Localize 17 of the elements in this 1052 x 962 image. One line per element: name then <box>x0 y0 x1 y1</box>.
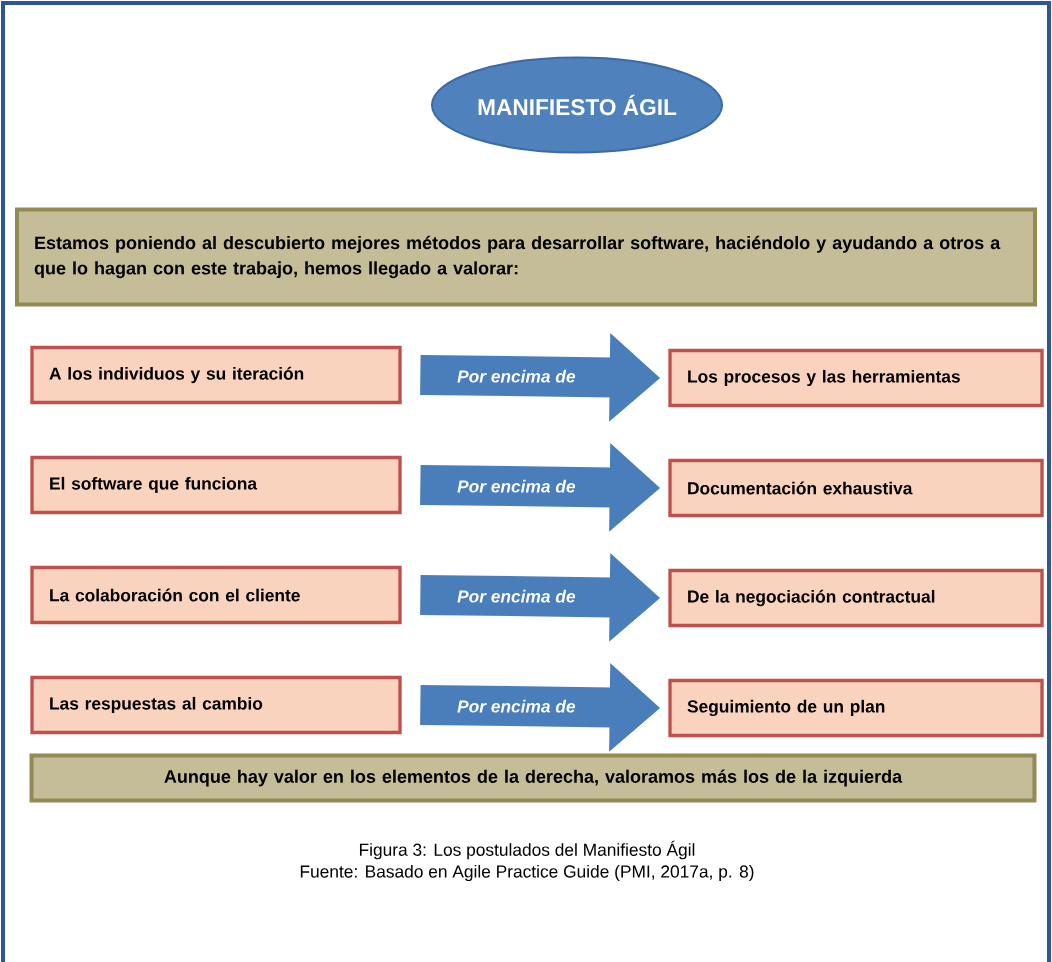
value-box: Los procesos y las herramientas <box>668 348 1044 408</box>
value-box: La colaboración con el cliente <box>30 565 402 625</box>
value-box: Seguimiento de un plan <box>668 678 1044 738</box>
value-box: El software que funciona <box>30 455 402 515</box>
value-box: Documentación exhaustiva <box>668 458 1044 518</box>
edge-label: Por encima de <box>457 369 576 383</box>
caption: Figura 3: Los postulados del Manifiesto Ágil <box>360 840 695 860</box>
value-box: A los individuos y su iteración <box>30 345 402 405</box>
ellipse-node: MANIFIESTO ÁGIL <box>430 56 724 154</box>
source-note: Fuente: Basado en Agile Practice Guide (PMI, 2017a, p. 8) <box>300 864 754 882</box>
statement-box: Estamos poniendo al descubierto mejores métodos para desarrollar software, haciéndolo y ayudando a otros a que lo hagan con este trabajo, hemos llegado a valorar: <box>15 207 1037 307</box>
value-box: De la negociación contractual <box>668 568 1044 628</box>
value-box: Las respuestas al cambio <box>30 675 402 735</box>
edge-label: Por encima de <box>457 589 576 603</box>
statement-box: Aunque hay valor en los elementos de la derecha, valoramos más los de la izquierda <box>29 753 1037 803</box>
edge-label: Por encima de <box>457 479 576 493</box>
edge-label: Por encima de <box>457 699 576 713</box>
